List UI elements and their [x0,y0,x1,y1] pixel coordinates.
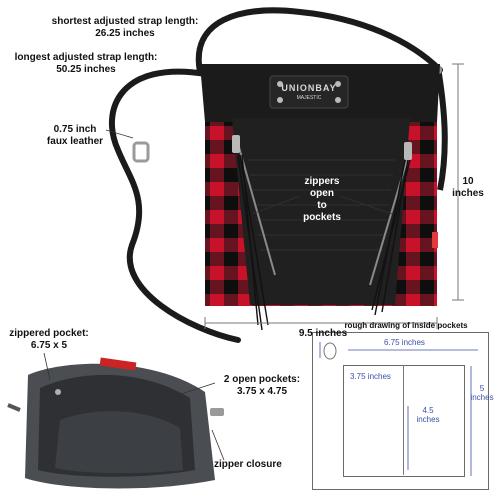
right-zipper [369,149,411,286]
zipper-closure-text: zipper closure [214,459,282,470]
brand-name: UNIONBAY [281,83,337,93]
shortest-strap-label: shortest adjusted strap length: 26.25 in… [40,16,210,40]
longest-strap-title: longest adjusted strap length: [14,52,158,63]
center-leather-panel [232,118,410,305]
shoulder-strap [195,7,443,75]
drawing-left-pocket-text: 3.75 inches [350,372,391,381]
drawing-title: rough drawing of inside pockets [312,320,500,332]
drawing-mid-dim: 4.5 inches [408,406,448,424]
shortest-strap-title: shortest adjusted strap length: [51,16,199,27]
zippered-pocket-title: zippered pocket: [9,328,89,339]
inside-pocket-divider [403,365,404,475]
drawing-top-dim: 6.75 inches [384,338,454,347]
longest-strap-value: 50.25 inches [56,64,116,75]
zippers-line-4: pockets [303,212,341,223]
long-strap-loop [108,68,241,343]
width-label: 9.5 inches [278,328,368,340]
longest-strap-label: longest adjusted strap length: 50.25 inc… [6,52,166,76]
height-value: 10 [462,176,474,187]
inside-pocket-drawing-inner [343,365,465,477]
brand-sub: MAJESTIC [296,95,322,101]
leather-material: faux leather [46,136,104,147]
drawing-top-dim-text: 6.75 inches [384,338,425,347]
height-unit: inches [452,188,484,199]
open-pockets-label: 2 open pockets: 3.75 x 4.75 [214,374,310,398]
leather-width: 0.75 inch [53,124,97,135]
zippers-line-3: to [317,200,327,211]
drawing-mid-dim-unit: inches [416,415,440,424]
zippers-line-2: open [310,188,334,199]
zippered-pocket-size: 6.75 x 5 [30,340,68,351]
height-label: 10 inches [440,176,496,200]
faux-leather-label: 0.75 inch faux leather [42,124,108,148]
strap-buckle [132,141,150,163]
interior-label [99,357,137,371]
brand-plate [269,75,349,109]
drawing-side-dim: 5 inches [467,384,497,402]
zippers-line-1: zippers [304,176,340,187]
shortest-strap-value: 26.25 inches [95,28,155,39]
drawing-side-dim-value: 5 [479,384,485,393]
drawing-left-pocket-dim: 3.75 inches [350,372,402,381]
open-pockets-size: 3.75 x 4.75 [236,386,288,397]
inside-pocket-drawing-outer [312,332,489,490]
drawing-side-dim-unit: inches [470,393,494,402]
zipper-closure-label: zipper closure [214,459,310,471]
open-pockets-title: 2 open pockets: [223,374,301,385]
brand-logo: UNIONBAY MAJESTIC [272,83,346,103]
drawing-title-text: rough drawing of inside pockets [344,321,468,330]
width-value: 9.5 inches [298,328,348,339]
zippered-pocket-label: zippered pocket: 6.75 x 5 [4,328,94,352]
drawing-mid-dim-value: 4.5 [422,406,434,415]
zippers-label: zippers open to pockets [292,176,352,224]
